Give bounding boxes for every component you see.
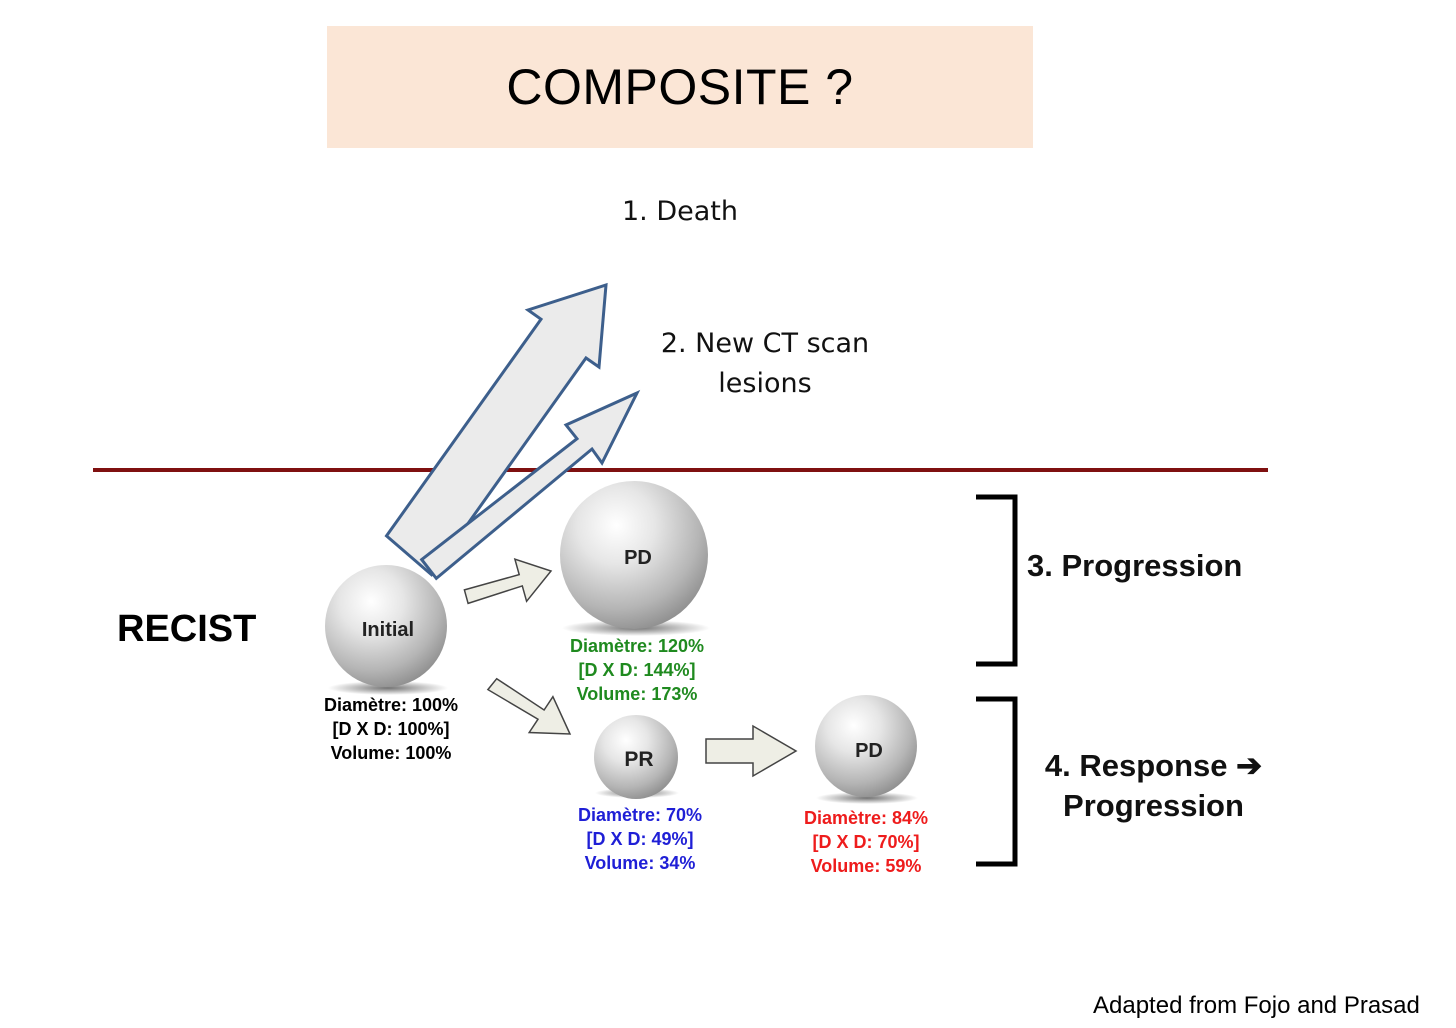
pd-after-response-volume: Volume: 59% <box>810 856 922 876</box>
outcome-response-line2: Progression <box>1063 788 1244 823</box>
pd-progression-stats: Diamètre: 120% [D X D: 144%] Volume: 173… <box>552 634 722 706</box>
sphere-initial: Initial <box>325 565 448 695</box>
initial-dxd: [D X D: 100%] <box>332 719 450 739</box>
sphere-pr-label: PR <box>624 748 653 771</box>
pr-volume: Volume: 34% <box>584 853 696 873</box>
pr-stats: Diamètre: 70% [D X D: 49%] Volume: 34% <box>555 803 725 875</box>
outcome-progression: 3. Progression <box>1027 548 1243 583</box>
source-attribution: Adapted from Fojo and Prasad <box>1093 992 1420 1019</box>
outcome-new-lesions-line1: 2. New CT scan <box>660 328 870 359</box>
arrow-initial-to-pd <box>463 558 553 605</box>
initial-diameter: Diamètre: 100% <box>323 695 459 715</box>
pd-progression-diameter: Diamètre: 120% <box>569 636 705 656</box>
title-banner: COMPOSITE ? <box>327 26 1033 148</box>
outcome-response-line1: 4. Response ➔ <box>1044 748 1263 783</box>
outcome-new-lesions-line2: lesions <box>718 368 812 399</box>
pd-progression-volume: Volume: 173% <box>576 684 698 704</box>
pd-after-response-diameter: Diamètre: 84% <box>803 808 929 828</box>
pr-diameter: Diamètre: 70% <box>577 805 703 825</box>
arrow-initial-to-pr <box>486 677 572 735</box>
initial-volume: Volume: 100% <box>330 743 452 763</box>
outcome-new-lesions: 2. New CT scan lesions <box>640 324 890 404</box>
initial-stats: Diamètre: 100% [D X D: 100%] Volume: 100… <box>300 693 482 765</box>
page-title: COMPOSITE ? <box>506 59 854 115</box>
sphere-pr: PR <box>594 715 679 799</box>
recist-label: RECIST <box>117 608 257 650</box>
sphere-initial-label: Initial <box>362 619 414 641</box>
sphere-pd-progression: PD <box>560 481 710 636</box>
sphere-pd-progression-label: PD <box>624 547 652 569</box>
arrow-pr-to-pd <box>705 724 798 778</box>
progression-bracket <box>976 494 1018 667</box>
sphere-pd-after-response: PD <box>815 695 918 804</box>
response-progression-bracket <box>976 696 1018 867</box>
pd-after-response-stats: Diamètre: 84% [D X D: 70%] Volume: 59% <box>782 806 950 878</box>
pr-dxd: [D X D: 49%] <box>586 829 694 849</box>
pd-after-response-dxd: [D X D: 70%] <box>812 832 920 852</box>
new-lesions-arrow <box>419 389 641 581</box>
outcome-death: 1. Death <box>622 196 738 227</box>
outcome-response-progression: 4. Response ➔ Progression <box>1026 746 1281 826</box>
pd-progression-dxd: [D X D: 144%] <box>578 660 696 680</box>
sphere-pd-after-response-label: PD <box>855 740 883 762</box>
